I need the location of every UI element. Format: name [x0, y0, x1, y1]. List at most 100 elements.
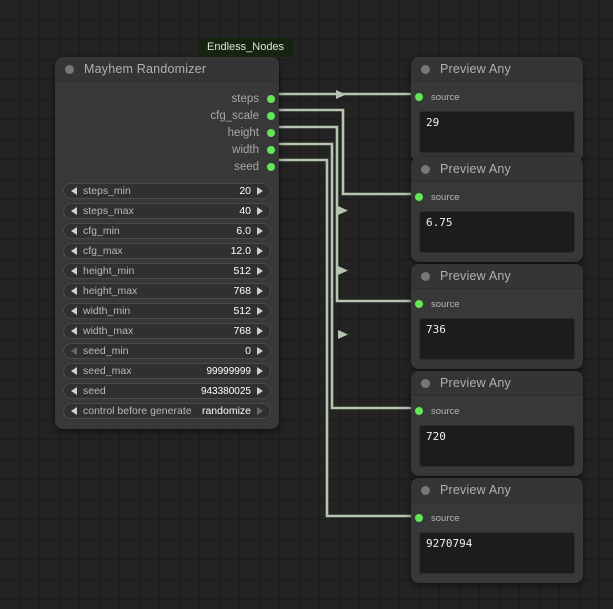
widget-steps-min[interactable]: steps_min 20: [63, 183, 271, 199]
widget-value[interactable]: 768: [233, 285, 251, 297]
decrement-arrow-icon[interactable]: [71, 187, 77, 195]
preview-value-box[interactable]: 29: [419, 111, 575, 153]
input-dot-icon[interactable]: [415, 93, 423, 101]
widget-height-min[interactable]: height_min 512: [63, 263, 271, 279]
output-slot-steps[interactable]: steps: [55, 90, 279, 107]
widget-seed-max[interactable]: seed_max 99999999: [63, 363, 271, 379]
node-preview-any-5[interactable]: Preview Any source 9270794: [411, 478, 583, 583]
increment-arrow-icon[interactable]: [257, 387, 263, 395]
increment-arrow-icon[interactable]: [257, 247, 263, 255]
decrement-arrow-icon[interactable]: [71, 367, 77, 375]
input-slot-source[interactable]: source: [411, 188, 583, 206]
widget-seed-min[interactable]: seed_min 0: [63, 343, 271, 359]
widget-height-max[interactable]: height_max 768: [63, 283, 271, 299]
increment-arrow-icon[interactable]: [257, 187, 263, 195]
widget-width-min[interactable]: width_min 512: [63, 303, 271, 319]
input-label: source: [431, 298, 460, 310]
node-header-preview-any-1[interactable]: Preview Any: [411, 57, 583, 82]
preview-value-box[interactable]: 9270794: [419, 532, 575, 574]
decrement-arrow-icon[interactable]: [71, 247, 77, 255]
input-dot-icon[interactable]: [415, 514, 423, 522]
widget-width-max[interactable]: width_max 768: [63, 323, 271, 339]
widget-value[interactable]: 943380025: [200, 385, 251, 397]
increment-arrow-icon[interactable]: [257, 287, 263, 295]
group-title-badge[interactable]: Endless_Nodes: [198, 38, 294, 57]
input-dot-icon[interactable]: [415, 300, 423, 308]
widget-cfg-max[interactable]: cfg_max 12.0: [63, 243, 271, 259]
increment-arrow-icon[interactable]: [257, 307, 263, 315]
widget-value[interactable]: 20: [239, 185, 251, 197]
output-slot-width[interactable]: width: [55, 141, 279, 158]
widget-label: cfg_min: [83, 225, 120, 237]
widget-value[interactable]: 512: [233, 265, 251, 277]
increment-arrow-icon[interactable]: [257, 367, 263, 375]
input-slot-source[interactable]: source: [411, 509, 583, 527]
decrement-arrow-icon[interactable]: [71, 287, 77, 295]
collapse-dot-icon[interactable]: [421, 485, 430, 495]
increment-arrow-icon[interactable]: [257, 227, 263, 235]
widget-value[interactable]: 6.0: [236, 225, 251, 237]
decrement-arrow-icon[interactable]: [71, 407, 77, 415]
widget-value[interactable]: 512: [233, 305, 251, 317]
collapse-dot-icon[interactable]: [421, 378, 430, 388]
widget-label: cfg_max: [83, 245, 123, 257]
output-dot-icon[interactable]: [267, 162, 275, 171]
output-slot-seed[interactable]: seed: [55, 158, 279, 175]
output-slot-height[interactable]: height: [55, 124, 279, 141]
collapse-dot-icon[interactable]: [421, 64, 430, 74]
output-dot-icon[interactable]: [267, 128, 275, 137]
widget-value[interactable]: 40: [239, 205, 251, 217]
node-preview-any-4[interactable]: Preview Any source 720: [411, 371, 583, 476]
widget-label: seed: [83, 385, 106, 397]
node-preview-any-3[interactable]: Preview Any source 736: [411, 264, 583, 369]
collapse-dot-icon[interactable]: [65, 64, 74, 74]
widget-control-before-generate[interactable]: control before generate randomize: [63, 403, 271, 419]
node-preview-any-2[interactable]: Preview Any source 6.75: [411, 157, 583, 262]
decrement-arrow-icon[interactable]: [71, 387, 77, 395]
widget-value[interactable]: 12.0: [230, 245, 251, 257]
preview-value-box[interactable]: 736: [419, 318, 575, 360]
widget-label: width_min: [83, 305, 131, 317]
decrement-arrow-icon[interactable]: [71, 307, 77, 315]
node-header-preview-any-2[interactable]: Preview Any: [411, 157, 583, 182]
node-header-preview-any-3[interactable]: Preview Any: [411, 264, 583, 289]
increment-arrow-icon[interactable]: [257, 327, 263, 335]
widget-value[interactable]: 99999999: [206, 365, 252, 377]
increment-arrow-icon[interactable]: [257, 347, 263, 355]
input-dot-icon[interactable]: [415, 407, 423, 415]
decrement-arrow-icon[interactable]: [71, 347, 77, 355]
node-header-preview-any-4[interactable]: Preview Any: [411, 371, 583, 396]
widget-value[interactable]: 0: [245, 345, 251, 357]
output-slot-list: steps cfg_scale height width seed: [55, 82, 279, 179]
output-label: seed: [234, 160, 259, 173]
input-slot-source[interactable]: source: [411, 295, 583, 313]
output-dot-icon[interactable]: [267, 94, 275, 103]
input-slot-source[interactable]: source: [411, 402, 583, 420]
node-mayhem-randomizer[interactable]: Mayhem Randomizer steps cfg_scale height…: [55, 57, 279, 429]
input-dot-icon[interactable]: [415, 193, 423, 201]
increment-arrow-icon[interactable]: [257, 407, 263, 415]
node-header-preview-any-5[interactable]: Preview Any: [411, 478, 583, 503]
decrement-arrow-icon[interactable]: [71, 207, 77, 215]
widget-cfg-min[interactable]: cfg_min 6.0: [63, 223, 271, 239]
collapse-dot-icon[interactable]: [421, 271, 430, 281]
input-slot-source[interactable]: source: [411, 88, 583, 106]
widget-seed[interactable]: seed 943380025: [63, 383, 271, 399]
collapse-dot-icon[interactable]: [421, 164, 430, 174]
output-dot-icon[interactable]: [267, 145, 275, 154]
increment-arrow-icon[interactable]: [257, 267, 263, 275]
node-preview-any-1[interactable]: Preview Any source 29: [411, 57, 583, 162]
increment-arrow-icon[interactable]: [257, 207, 263, 215]
decrement-arrow-icon[interactable]: [71, 327, 77, 335]
preview-value-box[interactable]: 720: [419, 425, 575, 467]
widget-steps-max[interactable]: steps_max 40: [63, 203, 271, 219]
widget-value[interactable]: randomize: [201, 405, 251, 417]
preview-value-box[interactable]: 6.75: [419, 211, 575, 253]
output-dot-icon[interactable]: [267, 111, 275, 120]
decrement-arrow-icon[interactable]: [71, 267, 77, 275]
widget-value[interactable]: 768: [233, 325, 251, 337]
node-header-mayhem-randomizer[interactable]: Mayhem Randomizer: [55, 57, 279, 82]
decrement-arrow-icon[interactable]: [71, 227, 77, 235]
output-slot-cfg-scale[interactable]: cfg_scale: [55, 107, 279, 124]
